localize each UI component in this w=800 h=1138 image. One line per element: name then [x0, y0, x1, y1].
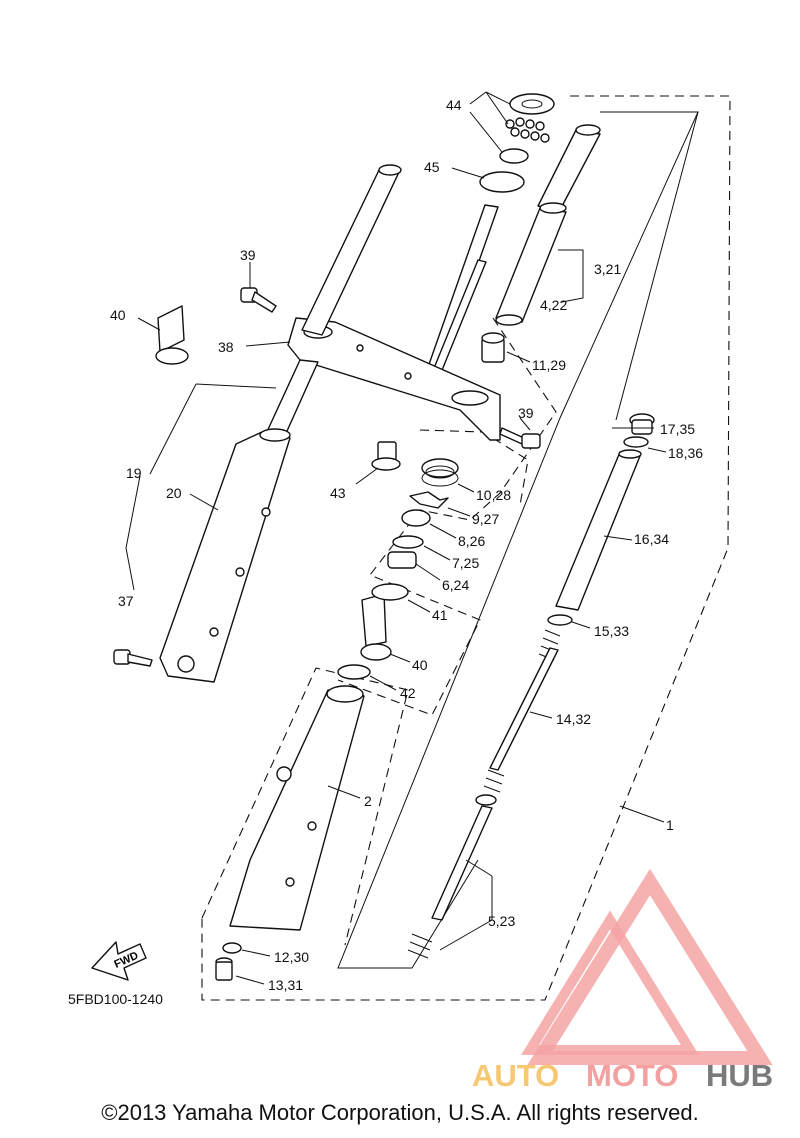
- outer-tube-2: [229, 685, 365, 931]
- label-43: 43: [330, 485, 346, 501]
- label-8-26: 8,26: [458, 533, 485, 549]
- under-bracket-38: [287, 317, 501, 441]
- label-18-36: 18,36: [668, 445, 703, 461]
- part-labels: 44 45 39 40 38 3,21 4,22 11,29 39 17,35 …: [68, 97, 703, 1007]
- clip-9-27: [409, 491, 449, 509]
- leader-lines: [125, 91, 667, 985]
- label-2: 2: [364, 793, 372, 809]
- label-40-upper: 40: [110, 307, 126, 323]
- label-13-31: 13,31: [268, 977, 303, 993]
- label-5-23: 5,23: [488, 913, 515, 929]
- outline-fork-assembly-1: [201, 95, 731, 1001]
- left-outer-tube: [159, 428, 291, 683]
- label-9-27: 9,27: [472, 511, 499, 527]
- seal-41: [371, 583, 409, 601]
- label-45: 45: [424, 159, 440, 175]
- label-38: 38: [218, 339, 234, 355]
- bolt-13-31: [215, 957, 233, 981]
- label-7-25: 7,25: [452, 555, 479, 571]
- washer-12-30: [222, 942, 242, 954]
- fwd-arrow-icon: FWD: [91, 941, 147, 981]
- washer-8-26: [401, 509, 431, 527]
- damper-rod-5-23: [407, 794, 497, 959]
- nut-43: [371, 441, 401, 471]
- logo-moto: MOTO: [586, 1058, 678, 1093]
- bolt-39-right: [499, 427, 541, 449]
- left-inner-tube: [264, 164, 402, 441]
- diagram-code: 5FBD100-1240: [68, 991, 163, 1007]
- label-19: 19: [126, 465, 142, 481]
- bearing-44: [499, 93, 555, 164]
- logo-hub: HUB: [706, 1058, 773, 1093]
- steering-stem: [426, 204, 499, 381]
- logo-triangle: [527, 868, 773, 1065]
- cover-40-upper: [155, 305, 189, 365]
- label-6-24: 6,24: [442, 577, 469, 593]
- automotohub-logo: AUTO MOTO HUB: [472, 868, 773, 1093]
- spacer-16-34: [555, 449, 642, 611]
- label-15-33: 15,33: [594, 623, 629, 639]
- logo-auto: AUTO: [472, 1058, 559, 1093]
- oring-18-36: [623, 436, 649, 448]
- label-20: 20: [166, 485, 182, 501]
- inner-tube-3-21: [495, 124, 601, 326]
- label-14-32: 14,32: [556, 711, 591, 727]
- label-11-29: 11,29: [532, 357, 566, 373]
- label-4-22: 4,22: [540, 297, 567, 313]
- label-40-lower: 40: [412, 657, 428, 673]
- washer-7-25: [392, 535, 424, 549]
- label-42: 42: [400, 685, 416, 701]
- cap-10-28: [421, 458, 459, 487]
- bolt-39-left: [240, 287, 277, 313]
- label-16-34: 16,34: [634, 531, 669, 547]
- oring-42: [337, 664, 371, 680]
- cap-bolt-17-35: [629, 413, 655, 435]
- label-1: 1: [666, 817, 674, 833]
- label-10-28: 10,28: [476, 487, 511, 503]
- washer-15-33: [547, 614, 573, 626]
- label-39-left: 39: [240, 247, 256, 263]
- copyright-notice: ©2013 Yamaha Motor Corporation, U.S.A. A…: [101, 1100, 699, 1125]
- label-12-30: 12,30: [274, 949, 309, 965]
- label-17-35: 17,35: [660, 421, 695, 437]
- label-41: 41: [432, 607, 448, 623]
- spacer-6-24: [387, 551, 417, 569]
- bolt-37: [113, 649, 153, 667]
- spring-14-32: [483, 629, 561, 793]
- label-37: 37: [118, 593, 134, 609]
- seal-45: [479, 171, 525, 193]
- collar-11-29: [481, 332, 505, 363]
- label-39-right: 39: [518, 405, 534, 421]
- label-44: 44: [446, 97, 462, 113]
- cover-40-lower: [360, 593, 392, 661]
- label-3-21: 3,21: [594, 261, 621, 277]
